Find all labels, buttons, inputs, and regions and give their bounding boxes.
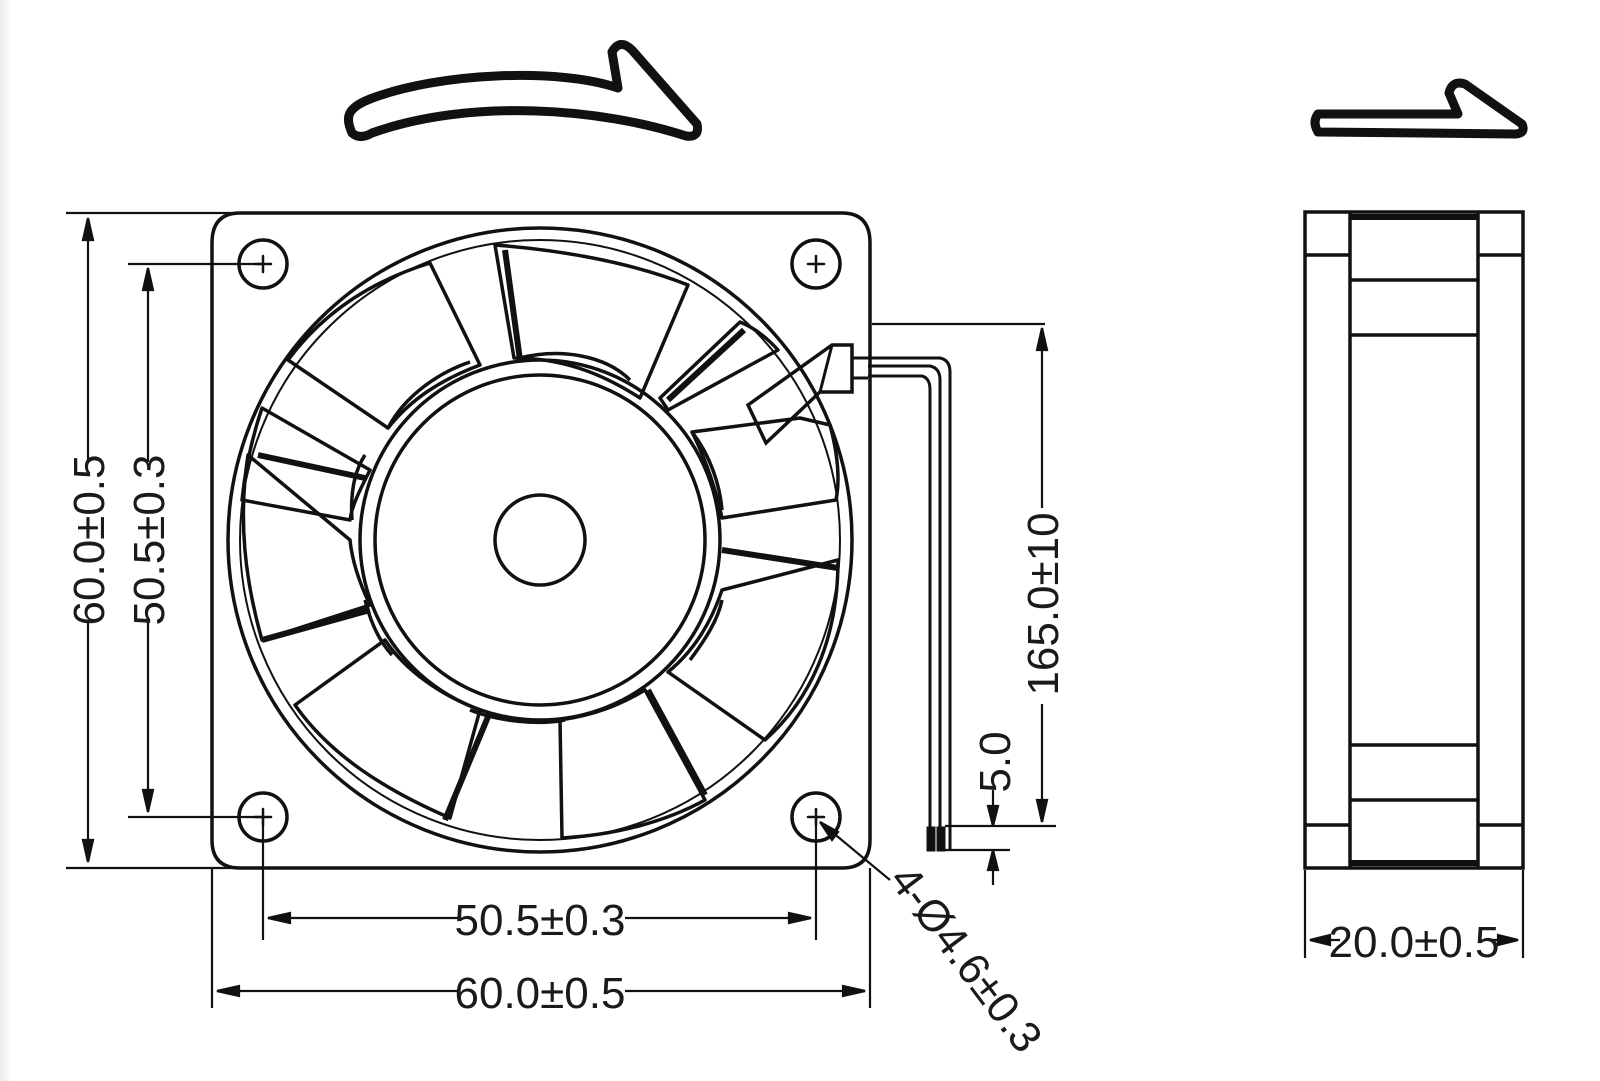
mounting-holes-label: 4-Ø4.6±0.3 [880,857,1051,1062]
side-view [1303,210,1525,870]
side-depth-dimension [1303,870,1525,958]
airflow-direction-arrow [1310,78,1528,139]
fan-frame [210,211,872,870]
mounting-holes [237,238,842,843]
rotation-direction-arrow [344,40,702,141]
page-edge-shade [0,0,12,1081]
lead-strip-label: 5.0 [971,731,1020,792]
hole-pitch-vertical-label: 50.5±0.3 [125,455,174,626]
dimension-lines [66,211,1056,1008]
hole-pitch-horizontal-label: 50.5±0.3 [455,896,626,945]
lead-length-label: 165.0±10 [1019,512,1068,695]
impeller-blades [239,239,841,841]
depth-label: 20.0±0.5 [1329,918,1500,967]
mounting-hole-top-right [790,238,842,290]
overall-height-label: 60.0±0.5 [65,455,114,626]
overall-width-label: 60.0±0.5 [455,969,626,1018]
fan-hub [358,358,722,722]
lead-wires [745,343,952,852]
